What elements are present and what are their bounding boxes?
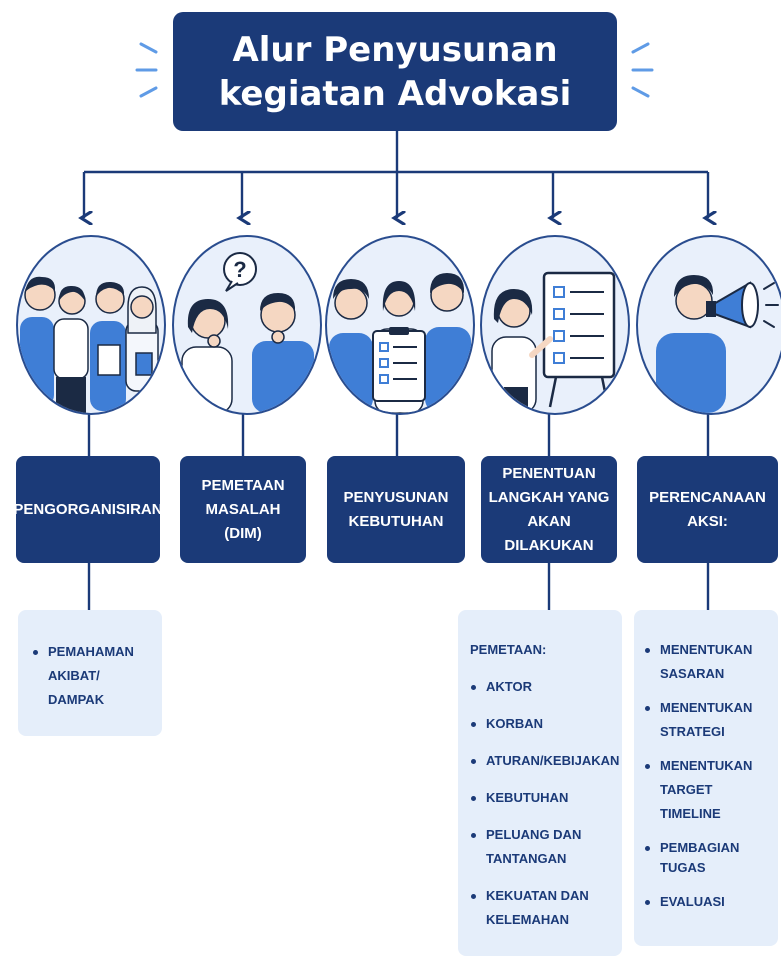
step-label: LANGKAH YANG — [488, 488, 610, 506]
panel-heading: PEMETAAN: — [470, 642, 547, 657]
step-label: PENYUSUNAN — [343, 488, 449, 506]
list-item: AKTOR — [470, 677, 614, 697]
list-item: PEMBAGIAN TUGAS — [644, 838, 774, 878]
panel-pengorganisiran: PEMAHAMAN AKIBAT/ DAMPAK — [18, 610, 162, 736]
list-item: ATURAN/KEBIJAKAN — [470, 751, 619, 771]
question-bubble-text: ? — [233, 257, 246, 282]
title-line-1: Alur Penyusunan — [232, 29, 558, 70]
checklist-clipboard-icon — [325, 235, 475, 415]
list-item: PELUANG DAN TANTANGAN — [470, 825, 614, 869]
list-item: EVALUASI — [644, 892, 774, 912]
team-group-icon — [16, 235, 166, 415]
step-label: PERENCANAAN AKSI: — [649, 488, 766, 530]
step-penentuan-langkah: PENENTUAN LANGKAH YANG AKAN DILAKUKAN — [481, 456, 617, 563]
step-pengorganisiran: PENGORGANISIRAN — [13, 456, 163, 563]
list-item: KEKUATAN DAN KELEMAHAN — [470, 886, 614, 930]
step-label: MASALAH — [205, 500, 281, 518]
step-label: PEMETAAN — [201, 476, 285, 494]
step-pemetaan-masalah: PEMETAAN MASALAH (DIM) — [180, 456, 306, 563]
diagram-title: Alur Penyusunan kegiatan Advokasi — [173, 12, 617, 131]
list-item: KEBUTUHAN — [470, 788, 614, 808]
step-perencanaan-aksi: PERENCANAAN AKSI: — [637, 456, 778, 563]
thinking-question-icon: ? — [172, 235, 322, 415]
list-item: MENENTUKAN STRATEGI — [644, 698, 774, 742]
whiteboard-checklist-icon — [480, 235, 630, 415]
sparkle-right-icon — [631, 42, 654, 98]
megaphone-icon — [636, 235, 781, 415]
list-item: KORBAN — [470, 714, 614, 734]
title-line-2: kegiatan Advokasi — [218, 73, 572, 114]
step-label: KEBUTUHAN — [348, 512, 444, 530]
panel-pemetaan: PEMETAAN: AKTOR KORBAN ATURAN/KEBIJAKAN … — [458, 610, 622, 956]
sparkle-left-icon — [135, 42, 158, 98]
step-penyusunan-kebutuhan: PENYUSUNAN KEBUTUHAN — [327, 456, 465, 563]
step-label: PENENTUAN — [502, 464, 596, 482]
list-item: MENENTUKAN SASARAN — [644, 640, 774, 684]
list-item: MENENTUKAN TARGET TIMELINE — [644, 756, 774, 824]
step-label: (DIM) — [224, 524, 262, 542]
step-label: PENGORGANISIRAN — [13, 500, 163, 518]
list-item: PEMAHAMAN AKIBAT/ DAMPAK — [32, 642, 152, 710]
step-label: AKAN DILAKUKAN — [504, 512, 594, 554]
panel-perencanaan-aksi: MENENTUKAN SASARAN MENENTUKAN STRATEGI M… — [634, 610, 778, 946]
